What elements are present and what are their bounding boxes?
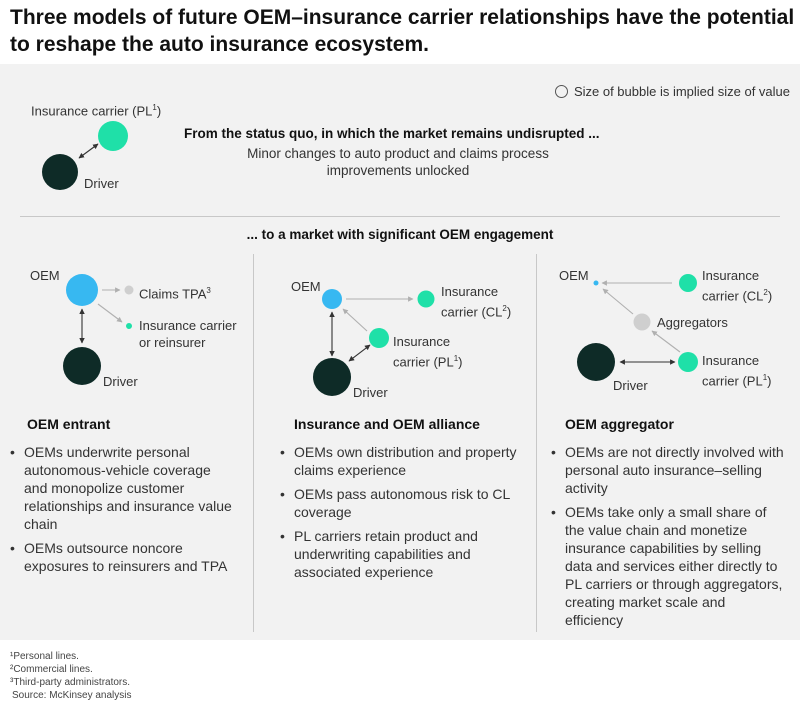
m3-pl-label: Insurance carrier (PL1) bbox=[702, 353, 772, 389]
m3-pl-agg-arrow bbox=[651, 330, 681, 353]
column-divider-1 bbox=[253, 254, 254, 632]
m3-oem-label: OEM bbox=[559, 268, 589, 283]
sq-driver-label: Driver bbox=[84, 176, 119, 191]
m3-aggregators-label: Aggregators bbox=[657, 315, 728, 330]
m1-carrier-arrow bbox=[97, 303, 123, 323]
transition-heading: ... to a market with significant OEM eng… bbox=[246, 227, 554, 242]
m1-driver-bubble bbox=[63, 347, 101, 385]
m3-cl-line2: carrier (CL bbox=[702, 288, 764, 304]
page-title: Three models of future OEM–insurance car… bbox=[10, 6, 795, 56]
m1-carrier-label: Insurance carrier or reinsurer bbox=[139, 317, 237, 351]
m3-pl-sup: 1 bbox=[762, 373, 768, 382]
m3-title: OEM aggregator bbox=[565, 416, 674, 432]
sq-carrier-close: ) bbox=[156, 103, 162, 119]
m2-pl-arrow bbox=[342, 308, 368, 332]
list-item: OEMs underwrite personal autonomous-vehi… bbox=[10, 443, 238, 533]
m2-pl-line1: Insurance bbox=[393, 334, 451, 349]
sq-link-arrow bbox=[78, 143, 99, 159]
m2-bullets: OEMs own distribution and property claim… bbox=[280, 443, 520, 587]
m1-bullets: OEMs underwrite personal autonomous-vehi… bbox=[10, 443, 238, 581]
m2-driver-bubble bbox=[313, 358, 351, 396]
m1-driver-label: Driver bbox=[103, 374, 138, 389]
sq-heading: From the status quo, in which the market… bbox=[184, 126, 600, 141]
m3-driver-bubble bbox=[577, 343, 615, 381]
m2-pl-label: Insurance carrier (PL1) bbox=[393, 334, 463, 370]
m3-pl-line1: Insurance bbox=[702, 353, 760, 368]
list-item: OEMs are not directly involved with pers… bbox=[551, 443, 787, 497]
list-item: PL carriers retain product and underwrit… bbox=[280, 527, 520, 581]
m2-cl-line1: Insurance bbox=[441, 284, 499, 299]
m1-claims-bubble bbox=[124, 285, 134, 295]
m1-oem-label: OEM bbox=[30, 268, 60, 283]
m1-claims-label: Claims TPA3 bbox=[139, 282, 211, 302]
m2-cl-sup: 2 bbox=[502, 304, 507, 313]
m2-oem-label: OEM bbox=[291, 279, 321, 294]
m2-pl-line2: carrier (PL bbox=[393, 354, 454, 370]
m2-driver-label: Driver bbox=[353, 385, 388, 400]
sq-carrier-sup: 1 bbox=[152, 103, 157, 112]
m3-bullets: OEMs are not directly involved with pers… bbox=[551, 443, 787, 635]
m1-carrier-bubble bbox=[126, 323, 132, 329]
list-item: OEMs outsource noncore exposures to rein… bbox=[10, 539, 238, 575]
m3-cl-line1: Insurance bbox=[702, 268, 760, 283]
m3-driver-label: Driver bbox=[613, 378, 648, 393]
sq-carrier-bubble bbox=[98, 121, 128, 151]
m2-cl-label: Insurance carrier (CL2) bbox=[441, 284, 512, 320]
m2-cl-line2: carrier (CL bbox=[441, 304, 503, 320]
m3-pl-line2: carrier (PL bbox=[702, 373, 763, 389]
diagram-shapes bbox=[42, 121, 698, 396]
m3-cl-sup: 2 bbox=[763, 288, 768, 297]
m2-driver-pl-arrow bbox=[348, 344, 371, 362]
m3-agg-oem-arrow bbox=[602, 288, 634, 315]
footnote-2: ²Commercial lines. bbox=[10, 664, 93, 675]
m3-agg-bubble bbox=[633, 313, 651, 331]
m1-carrier-line2: or reinsurer bbox=[139, 335, 206, 350]
m2-cl-bubble bbox=[417, 290, 435, 308]
list-item: OEMs pass autonomous risk to CL coverage bbox=[280, 485, 520, 521]
sq-subtext-line1: Minor changes to auto product and claims… bbox=[247, 146, 549, 161]
m1-oem-bubble bbox=[66, 274, 98, 306]
footnote-1: ¹Personal lines. bbox=[10, 651, 79, 662]
source-note: Source: McKinsey analysis bbox=[12, 690, 132, 701]
sq-carrier-label: Insurance carrier (PL1) bbox=[31, 99, 161, 119]
sq-subtext-line2: improvements unlocked bbox=[326, 163, 470, 178]
m1-carrier-line1: Insurance carrier bbox=[139, 318, 237, 333]
column-divider-2 bbox=[536, 254, 537, 632]
m2-oem-bubble bbox=[322, 289, 342, 309]
legend-text: Size of bubble is implied size of value bbox=[573, 84, 790, 99]
separator-line bbox=[20, 216, 780, 217]
m3-cl-label: Insurance carrier (CL2) bbox=[702, 268, 773, 304]
m1-title: OEM entrant bbox=[27, 416, 111, 432]
diagram-panel: Size of bubble is implied size of value bbox=[0, 64, 800, 640]
m2-title: Insurance and OEM alliance bbox=[294, 416, 480, 432]
list-item: OEMs own distribution and property claim… bbox=[280, 443, 520, 479]
sq-subtext: Minor changes to auto product and claims… bbox=[198, 145, 598, 179]
m2-pl-sup: 1 bbox=[453, 354, 459, 363]
m3-pl-bubble bbox=[678, 352, 698, 372]
m1-claims-sup: 3 bbox=[206, 286, 211, 295]
m3-oem-bubble bbox=[593, 280, 599, 286]
footnotes: ¹Personal lines. ²Commercial lines. ³Thi… bbox=[10, 650, 132, 702]
sq-carrier-text: Insurance carrier (PL bbox=[31, 103, 153, 119]
list-item: OEMs take only a small share of the valu… bbox=[551, 503, 787, 629]
legend: Size of bubble is implied size of value bbox=[554, 84, 790, 99]
sq-driver-bubble bbox=[42, 154, 78, 190]
m2-pl-bubble bbox=[369, 328, 389, 348]
footnote-3: ³Third-party administrators. bbox=[10, 677, 131, 688]
m3-cl-bubble bbox=[679, 274, 697, 292]
m1-claims-text: Claims TPA bbox=[139, 286, 207, 302]
legend-circle-icon bbox=[554, 85, 568, 98]
